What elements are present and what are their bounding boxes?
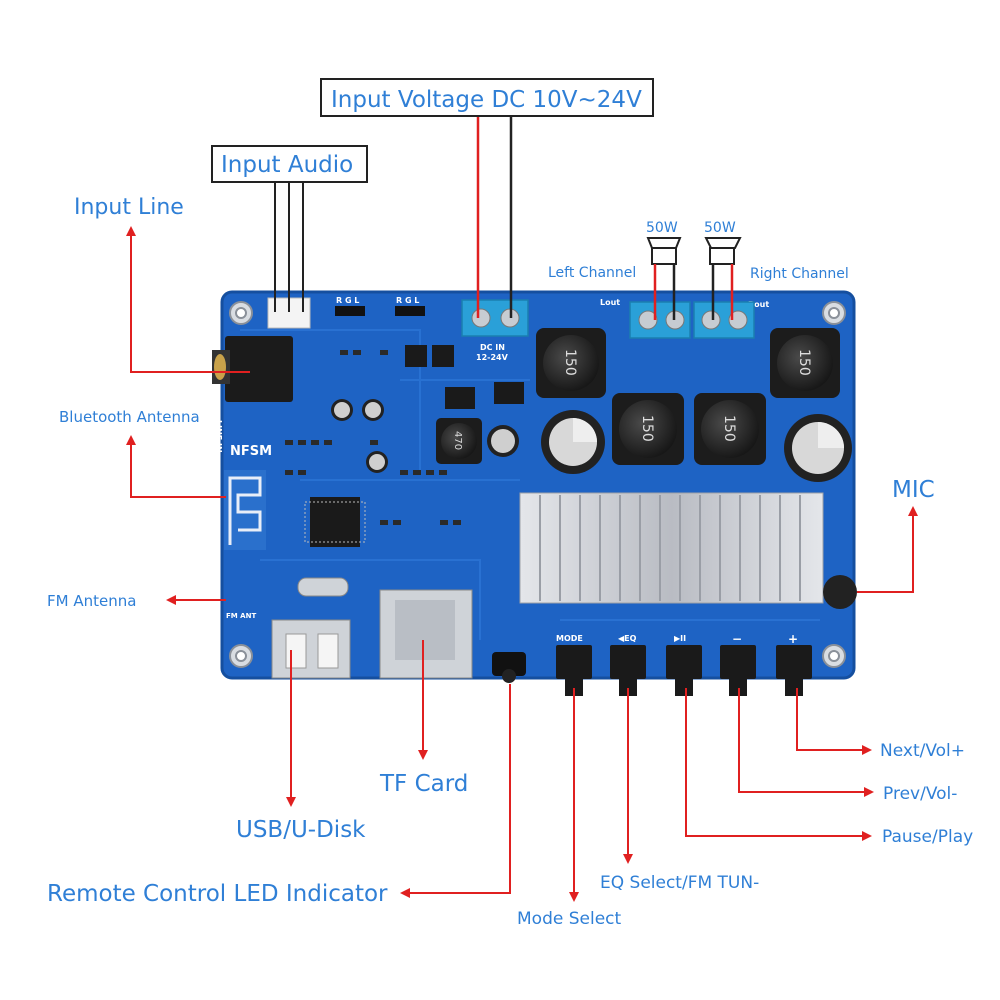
tactile-button-play[interactable] <box>666 645 702 696</box>
arrow-remote-led <box>400 684 511 898</box>
speaker-terminal-left <box>629 301 691 339</box>
small-inductor-label: 470 <box>452 431 463 450</box>
small-inductor: 470 <box>436 418 482 464</box>
next-vol-label: Next/Vol+ <box>880 741 965 761</box>
input-audio-label: Input Audio <box>221 152 353 178</box>
fm-ant-label: FM ANT <box>226 612 256 620</box>
speaker-terminal-right <box>693 301 755 339</box>
btn-play-label: ▶II <box>674 634 686 643</box>
rgl-label-1: R G L <box>336 296 359 305</box>
ir-receiver <box>492 652 526 683</box>
usb-port <box>271 619 351 679</box>
speaker-left-icon <box>646 237 682 320</box>
btn-mode-label: MODE <box>556 634 583 643</box>
dc-in-label: DC IN <box>480 343 505 352</box>
capacitor <box>331 399 388 473</box>
pin-header-1 <box>335 306 365 316</box>
mic-label: MIC <box>892 477 935 503</box>
arrow-next-vol <box>796 688 872 755</box>
dc-range-label: 12-24V <box>476 353 509 362</box>
ic <box>405 345 427 367</box>
speaker-right-icon <box>704 237 742 320</box>
inductor: 150 <box>536 328 606 398</box>
input-line-label: Input Line <box>74 195 184 220</box>
mic-element <box>823 575 857 609</box>
tactile-button-mode[interactable] <box>556 645 592 696</box>
fm-antenna-label: FM Antenna <box>47 592 136 610</box>
rgl-label-2: R G L <box>396 296 419 305</box>
usb-disk-label: USB/U-Disk <box>236 817 366 843</box>
inductor: 150 <box>770 328 840 398</box>
crystal <box>297 577 349 597</box>
brand-label: NFSM <box>230 444 272 459</box>
rout-label: Rout <box>748 300 769 309</box>
arrow-mic <box>857 506 918 593</box>
input-voltage-box: Input Voltage DC 10V~24V <box>320 78 654 117</box>
pcb-board: NFSM LINE IN R G L R G L DC IN 12-24V Lo… <box>212 290 857 696</box>
ic <box>432 345 454 367</box>
btn-eq-label: ◀EQ <box>618 634 637 643</box>
eq-select-label: EQ Select/FM TUN- <box>600 873 759 893</box>
capacitor <box>541 410 605 474</box>
line-in-jack <box>212 336 293 402</box>
arrow-bluetooth-antenna <box>126 435 226 498</box>
inductor: 150 <box>612 393 684 465</box>
mode-select-label: Mode Select <box>517 909 622 929</box>
input-voltage-label: Input Voltage DC 10V~24V <box>331 87 642 113</box>
arrow-pause-play <box>685 688 872 841</box>
mounting-holes <box>229 301 846 668</box>
tf-card-label: TF Card <box>379 771 468 797</box>
right-channel-label: Right Channel <box>750 266 849 282</box>
capacitor <box>784 414 852 482</box>
inductor: 150 <box>694 393 766 465</box>
speaker-left-power: 50W <box>646 220 678 236</box>
remote-led-label: Remote Control LED Indicator <box>47 881 388 907</box>
smd-components <box>285 350 461 525</box>
btn-plus-label: + <box>788 632 798 646</box>
main-chip <box>304 497 366 547</box>
prev-vol-label: Prev/Vol- <box>883 784 957 804</box>
tactile-button-eq[interactable] <box>610 645 646 696</box>
tf-card-slot <box>379 589 473 679</box>
speaker-right-power: 50W <box>704 220 736 236</box>
dc-terminal-block <box>461 299 529 337</box>
left-channel-label: Left Channel <box>548 265 636 281</box>
arrow-input-line <box>126 226 250 373</box>
input-audio-box: Input Audio <box>211 145 368 183</box>
inductor-label: 150 <box>562 349 578 376</box>
ic <box>494 382 524 404</box>
arrow-prev-vol <box>738 688 874 797</box>
audio-wires <box>274 182 304 312</box>
btn-minus-label: − <box>732 632 742 646</box>
ic <box>445 387 475 409</box>
inductor-label: 150 <box>796 349 812 376</box>
lout-label: Lout <box>600 298 620 307</box>
heatsink <box>519 492 824 604</box>
bluetooth-antenna-label: Bluetooth Antenna <box>59 408 200 426</box>
line-in-label: LINE IN <box>214 420 223 453</box>
pin-header-2 <box>395 306 425 316</box>
power-wires <box>476 116 513 318</box>
capacitor <box>487 425 519 457</box>
inductor-label: 150 <box>639 415 655 442</box>
inductor-label: 150 <box>721 415 737 442</box>
tactile-button-prev[interactable] <box>720 645 756 696</box>
bluetooth-antenna-trace <box>224 470 266 550</box>
pause-play-label: Pause/Play <box>882 827 973 847</box>
tactile-button-next[interactable] <box>776 645 812 696</box>
